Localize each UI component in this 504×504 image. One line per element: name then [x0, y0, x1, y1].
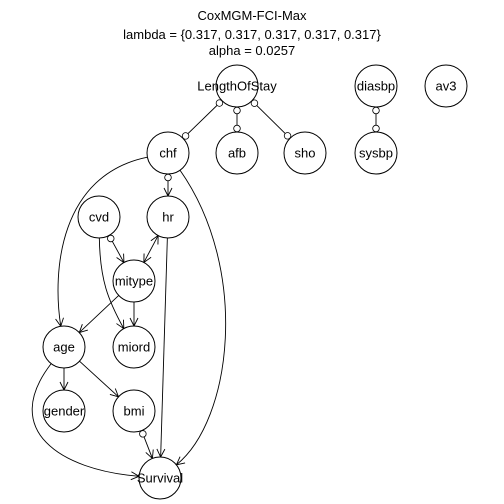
edge-diasbp-sysbp-target-circle-endpoint — [372, 124, 380, 133]
node-survival-label: Survival — [137, 471, 183, 486]
edges-layer — [31, 99, 380, 481]
edge-lengthofstay-chf — [182, 100, 223, 139]
edge-age-survival — [31, 363, 140, 477]
node-av3-label: av3 — [436, 79, 457, 94]
node-lengthofstay-label: LengthOfStay — [197, 79, 277, 94]
node-cvd: cvd — [77, 195, 121, 239]
edge-lengthofstay-sho-source-circle-endpoint — [250, 99, 259, 107]
node-age-label: age — [53, 340, 75, 355]
edge-hr-survival — [160, 237, 168, 458]
node-bmi: bmi — [112, 389, 156, 433]
node-afb: afb — [215, 131, 259, 175]
node-cvd-circle — [77, 195, 121, 239]
node-sho-circle — [283, 131, 327, 175]
node-chf-circle — [146, 131, 190, 175]
node-mitype-circle — [112, 259, 156, 303]
edge-mitype-age — [78, 295, 120, 333]
node-chf-label: chf — [159, 146, 177, 161]
node-miord-circle — [112, 325, 156, 369]
node-bmi-label: bmi — [124, 404, 145, 419]
node-sysbp: sysbp — [354, 131, 398, 175]
node-av3-circle — [424, 64, 468, 108]
edge-hr-mitype — [143, 235, 159, 263]
title-algorithm: CoxMGM-FCI-Max — [197, 8, 307, 23]
edge-lengthofstay-afb-source-circle-endpoint — [233, 106, 241, 115]
edge-bmi-survival-source-circle-endpoint — [139, 430, 147, 438]
edge-lengthofstay-afb-target-circle-endpoint — [233, 124, 241, 133]
edge-age-bmi — [79, 360, 119, 398]
node-bmi-circle — [112, 389, 156, 433]
nodes-layer: LengthOfStay diasbp av3 chf afb sho sysbp cvd hr… — [42, 64, 468, 500]
node-age: age — [42, 325, 86, 369]
node-mitype: mitype — [112, 259, 156, 303]
edge-cvd-mitype-source-circle-endpoint — [107, 234, 115, 243]
node-survival-circle — [138, 456, 182, 500]
node-diasbp: diasbp — [354, 64, 398, 108]
node-mitype-label: mitype — [115, 274, 153, 289]
node-afb-circle — [215, 131, 259, 175]
node-miord-label: miord — [118, 340, 151, 355]
node-sho: sho — [283, 131, 327, 175]
node-gender-circle — [42, 389, 86, 433]
node-hr-label: hr — [162, 210, 174, 225]
edge-lengthofstay-chf-target-circle-endpoint — [181, 132, 190, 140]
node-diasbp-circle — [354, 64, 398, 108]
node-sysbp-circle — [354, 131, 398, 175]
node-av3: av3 — [424, 64, 468, 108]
node-hr-circle — [146, 195, 190, 239]
edge-cvd-miord — [98, 237, 125, 329]
edge-lengthofstay-sho-target-circle-endpoint — [283, 132, 292, 140]
edge-lengthofstay-chf-source-circle-endpoint — [215, 99, 224, 107]
node-lengthofstay-circle — [215, 64, 259, 108]
edge-chf-survival — [176, 169, 227, 466]
node-lengthofstay: LengthOfStay — [197, 64, 277, 108]
title-lambda: lambda = {0.317, 0.317, 0.317, 0.317, 0.… — [123, 27, 381, 42]
edge-lengthofstay-sho — [251, 100, 291, 139]
node-diasbp-label: diasbp — [357, 79, 395, 94]
graph-title: CoxMGM-FCI-Max lambda = {0.317, 0.317, 0… — [123, 8, 381, 58]
node-survival: Survival — [137, 456, 183, 500]
node-chf: chf — [146, 131, 190, 175]
edge-diasbp-sysbp-source-circle-endpoint — [372, 106, 380, 115]
node-sysbp-label: sysbp — [359, 146, 393, 161]
title-alpha: alpha = 0.0257 — [209, 43, 295, 58]
node-sho-label: sho — [295, 146, 316, 161]
node-afb-label: afb — [228, 146, 246, 161]
node-gender: gender — [42, 389, 86, 433]
node-age-circle — [42, 325, 86, 369]
node-cvd-label: cvd — [89, 210, 109, 225]
node-miord: miord — [112, 325, 156, 369]
node-gender-label: gender — [44, 404, 85, 419]
edge-chf-age — [57, 156, 148, 327]
edge-chf-hr-source-circle-endpoint — [164, 173, 172, 182]
node-hr: hr — [146, 195, 190, 239]
